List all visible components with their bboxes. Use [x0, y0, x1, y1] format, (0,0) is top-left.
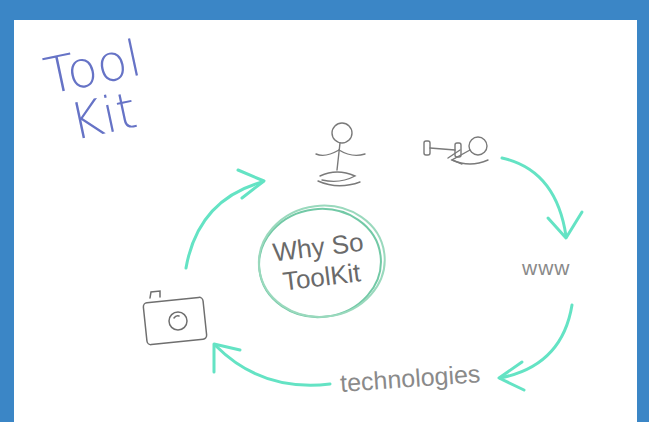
- ellipse-stroke: [253, 199, 392, 325]
- camera-icon: [143, 291, 207, 345]
- cycle-arrow: [500, 305, 572, 378]
- white-sheet: [14, 20, 637, 422]
- cycle-arrow: [216, 346, 330, 385]
- weightlifter-figure: [424, 137, 488, 164]
- arrow-head: [214, 344, 240, 372]
- arrow-head: [499, 362, 524, 390]
- sketch-label: www: [522, 256, 571, 280]
- cycle-arrows: [186, 158, 582, 390]
- cycle-arrow: [502, 158, 566, 236]
- ellipse-node: Why So ToolKit: [250, 199, 391, 328]
- cycle-arrow: [186, 182, 262, 268]
- meditating-figure: [316, 123, 365, 186]
- arrow-head: [548, 212, 582, 238]
- arrow-head: [238, 170, 264, 198]
- node-text: Why So ToolKit: [261, 227, 379, 300]
